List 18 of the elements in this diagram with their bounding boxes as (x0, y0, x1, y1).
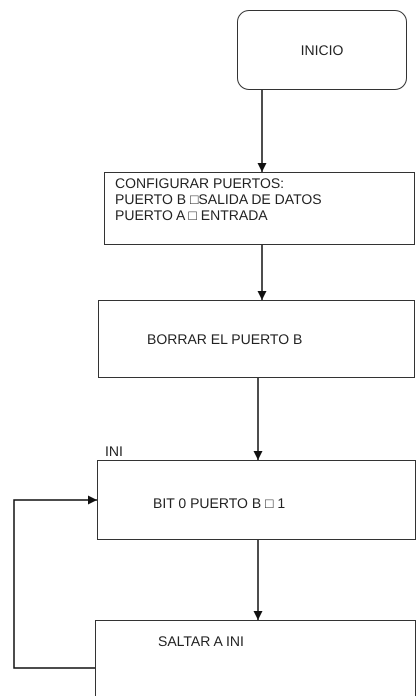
terminal-box (237, 10, 407, 90)
process-box (97, 460, 416, 540)
node-text: BORRAR EL PUERTO B (147, 331, 304, 347)
arrow (258, 90, 266, 172)
process-box (95, 620, 416, 696)
node-text: PUERTO A □ ENTRADA (115, 207, 269, 223)
node-text: CONFIGURAR PUERTOS: (115, 175, 286, 191)
node-text: BIT 0 PUERTO B □ 1 (153, 495, 286, 511)
node-text: SALTAR A INI (158, 633, 245, 649)
arrow (258, 245, 266, 300)
node-caption: INI (105, 443, 123, 459)
arrow (254, 540, 262, 620)
node-text: INICIO (300, 42, 344, 58)
process-box (98, 300, 415, 378)
arrow (13, 496, 97, 669)
process-box (104, 172, 415, 245)
arrow (254, 378, 262, 460)
node-text: PUERTO B □SALIDA DE DATOS (115, 191, 323, 207)
